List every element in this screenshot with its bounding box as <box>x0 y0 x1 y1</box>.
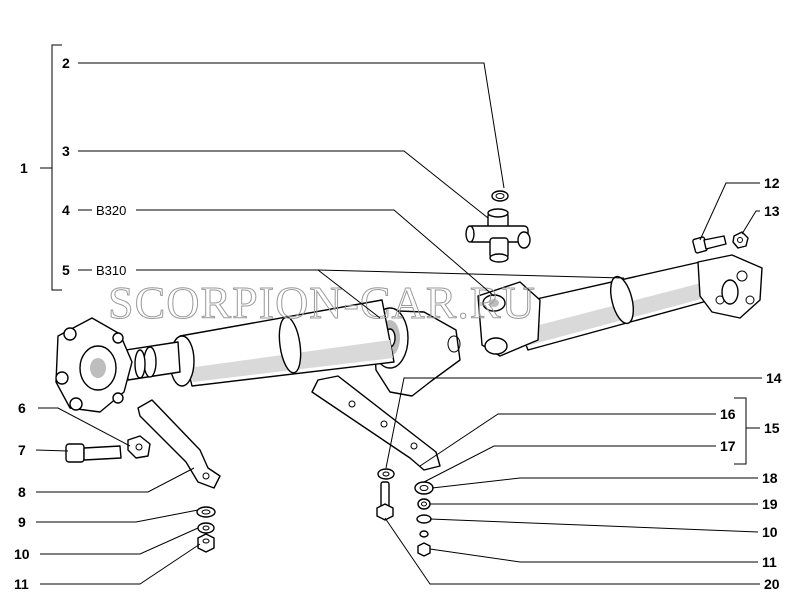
label-11-right: 11 <box>762 554 777 570</box>
watermark: SCORPION-CAR.RU <box>108 277 536 328</box>
elastic-coupling <box>55 317 133 413</box>
callout-labels: 2 1 3 4 B320 5 B310 6 7 8 9 10 11 12 13 … <box>14 55 782 592</box>
label-8: 8 <box>18 484 26 500</box>
label-10-left: 10 <box>14 546 30 562</box>
code-4: B320 <box>96 203 126 218</box>
label-6: 6 <box>18 400 26 416</box>
label-20: 20 <box>764 576 780 592</box>
washer-14 <box>377 468 395 480</box>
code-5: B310 <box>96 263 126 278</box>
bolt-7 <box>65 443 122 463</box>
leader-lines <box>35 44 762 585</box>
label-12: 12 <box>764 175 780 191</box>
label-18: 18 <box>762 470 778 486</box>
label-5: 5 <box>62 262 70 278</box>
rear-flange-yoke <box>697 254 763 319</box>
label-4: 4 <box>62 202 70 218</box>
label-15: 15 <box>764 420 780 436</box>
label-10-right: 10 <box>762 524 778 540</box>
washer-10-right <box>416 514 432 524</box>
washer-9 <box>196 506 216 518</box>
label-1: 1 <box>20 160 28 176</box>
washer-18 <box>414 481 434 495</box>
front-shaft-tube <box>169 299 395 387</box>
washer-10-left <box>197 522 215 534</box>
label-17: 17 <box>720 438 736 454</box>
label-19: 19 <box>762 496 778 512</box>
universal-joint-cross <box>465 208 531 263</box>
label-2: 2 <box>62 55 70 71</box>
circlip <box>491 190 509 202</box>
bolt-12 <box>692 235 727 254</box>
nut-13 <box>732 231 749 249</box>
bolt-20 <box>376 481 394 521</box>
lock-washer <box>419 530 429 538</box>
label-13: 13 <box>764 203 780 219</box>
spacer-19 <box>417 498 431 510</box>
label-14: 14 <box>766 370 782 386</box>
label-3: 3 <box>62 143 70 159</box>
front-stub-shaft <box>125 341 181 381</box>
nut-11-left <box>197 533 215 553</box>
rear-shaft-tube <box>509 261 719 351</box>
label-16: 16 <box>720 406 736 422</box>
label-9: 9 <box>18 514 26 530</box>
bracket-8 <box>137 399 221 489</box>
nut-11-right <box>417 542 431 557</box>
label-7: 7 <box>18 442 26 458</box>
label-11-left: 11 <box>14 576 29 592</box>
slip-yoke <box>477 281 541 357</box>
nut-6 <box>127 435 151 459</box>
center-support-bracket <box>311 375 441 471</box>
